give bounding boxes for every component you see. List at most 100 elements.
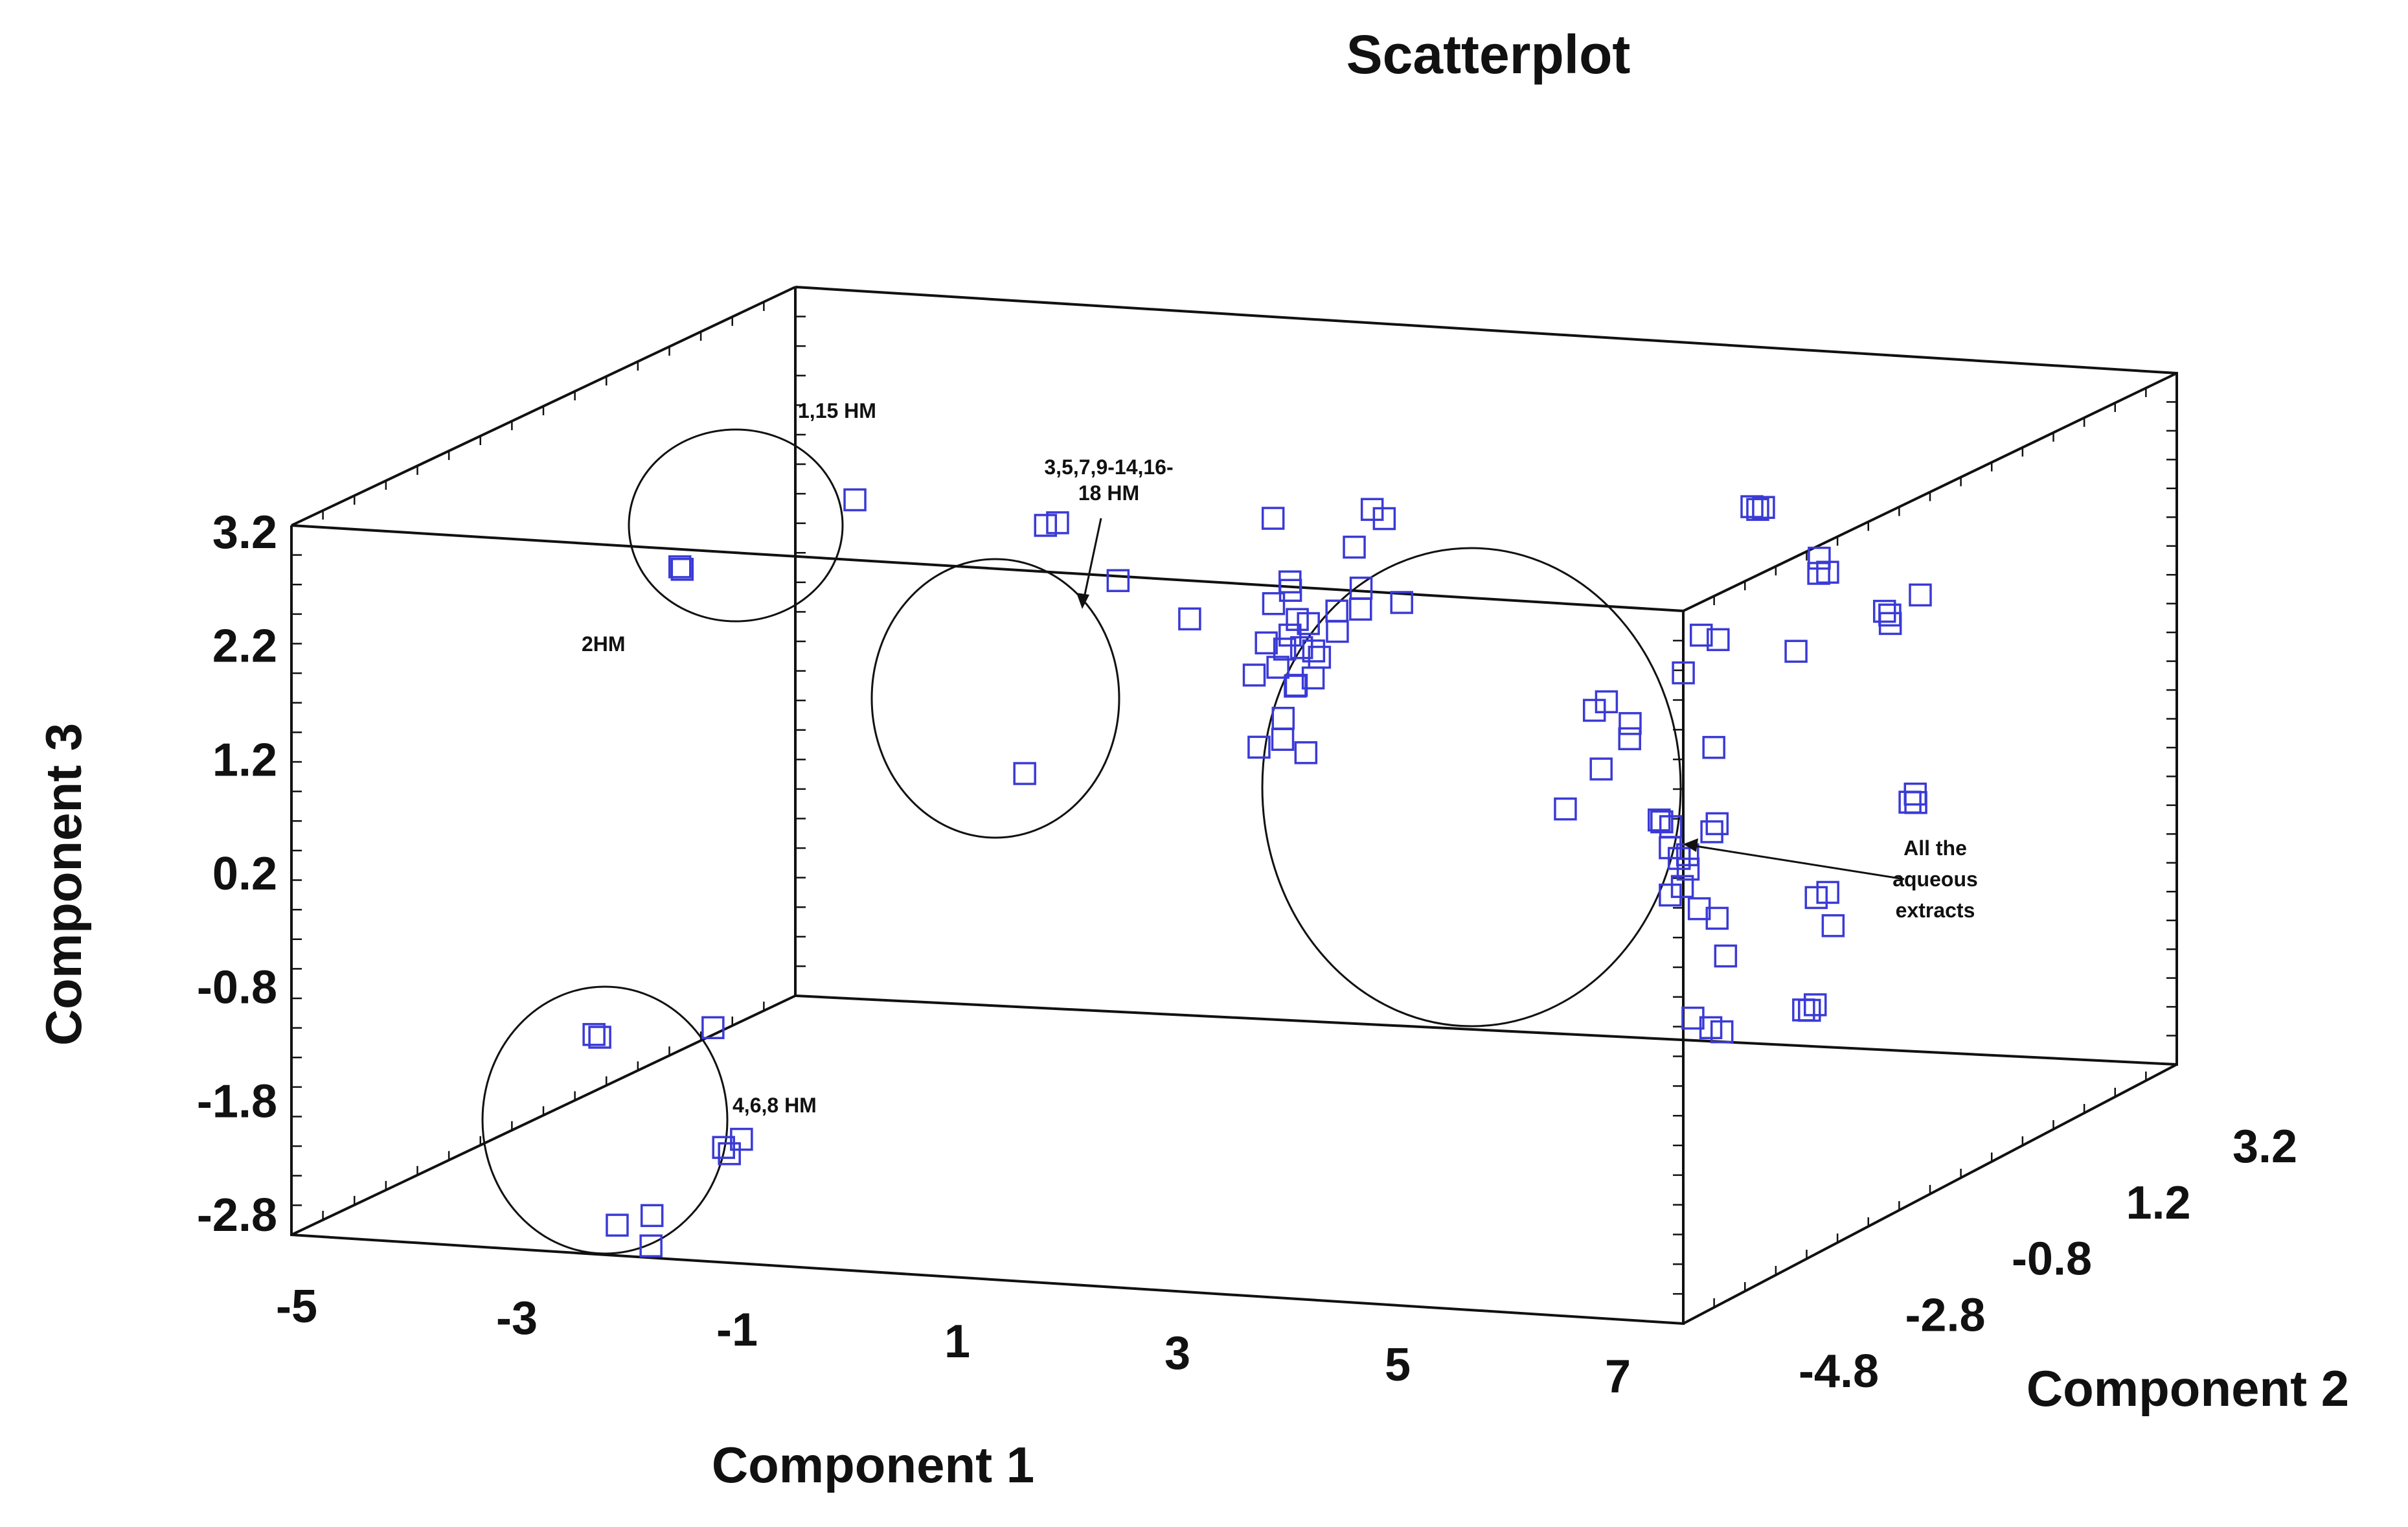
data-point xyxy=(606,1213,629,1237)
cluster-ellipse-4-6-8-hm xyxy=(481,985,729,1255)
data-point xyxy=(1278,579,1302,603)
plot-box xyxy=(290,286,2178,1326)
data-point xyxy=(1247,735,1271,759)
data-point xyxy=(1286,608,1309,631)
y-tick-label: -4.8 xyxy=(1799,1346,1879,1397)
y-tick-label: 3.2 xyxy=(2232,1121,2297,1173)
data-point xyxy=(1349,576,1373,600)
data-point xyxy=(582,1023,606,1046)
data-point xyxy=(712,1136,735,1159)
data-point xyxy=(1784,639,1808,663)
data-point xyxy=(1705,906,1729,930)
data-point xyxy=(1343,535,1366,559)
data-point xyxy=(1554,797,1577,821)
data-point xyxy=(1676,857,1700,881)
y-axis-tick-labels: -4.8 -2.8 -0.8 1.2 3.2 xyxy=(1799,1121,2297,1397)
data-point xyxy=(1700,820,1723,844)
data-point xyxy=(1821,914,1845,937)
y-tick-label: -2.8 xyxy=(1905,1289,1985,1341)
annotation-line: extracts xyxy=(1896,899,1975,922)
z-tick-label: 3.2 xyxy=(212,507,277,558)
data-point xyxy=(843,488,867,512)
data-point xyxy=(1746,498,1769,522)
data-point xyxy=(1909,583,1932,607)
data-point xyxy=(1619,712,1642,735)
data-point xyxy=(1589,757,1613,781)
data-point xyxy=(1372,507,1396,531)
z-tick-label: -2.8 xyxy=(197,1189,277,1241)
annotation-line: 18 HM xyxy=(1078,481,1139,505)
data-point xyxy=(1670,875,1694,899)
data-point xyxy=(1046,511,1069,534)
data-point xyxy=(1804,993,1827,1016)
annotation-3-5-7-hm: 3,5,7,9-14,16-18 HM xyxy=(1044,455,1173,505)
data-points xyxy=(582,488,1932,1257)
data-point xyxy=(1390,591,1413,614)
data-point xyxy=(639,1234,663,1257)
annotation-2hm: 2HM xyxy=(582,632,626,656)
data-point xyxy=(1013,762,1036,785)
data-point xyxy=(1659,883,1682,907)
annotation-aqueous-extracts: All the aqueous extracts xyxy=(1892,836,1978,922)
data-point xyxy=(1898,790,1922,814)
data-point xyxy=(1878,612,1902,636)
annotations: 2HM 1,15 HM 3,5,7,9-14,16-18 HM 4,6,8 HM… xyxy=(582,399,1978,1117)
data-point xyxy=(701,1016,725,1040)
data-point xyxy=(1648,808,1671,832)
data-point xyxy=(1271,706,1295,730)
data-point xyxy=(1690,623,1713,647)
data-point xyxy=(1284,674,1307,698)
data-point xyxy=(1650,810,1674,834)
annotation-4-6-8-hm: 4,6,8 HM xyxy=(733,1094,817,1117)
cluster-ellipse-middle xyxy=(870,558,1120,839)
data-point xyxy=(1816,560,1839,584)
data-point xyxy=(1106,569,1130,592)
data-point xyxy=(1804,886,1828,910)
cluster-outlines xyxy=(481,428,1682,1255)
data-point xyxy=(1752,496,1775,519)
z-tick-label: -1.8 xyxy=(197,1075,277,1127)
chart-title: Scatterplot xyxy=(1346,24,1631,85)
y-tick-label: 1.2 xyxy=(2126,1177,2190,1229)
z-tick-label: 1.2 xyxy=(212,734,277,786)
box-front-face xyxy=(290,524,1685,1326)
y-tick-label: -0.8 xyxy=(2012,1234,2092,1285)
data-point xyxy=(1266,656,1289,679)
z-tick-label: 2.2 xyxy=(212,621,277,672)
z-tick-label: 0.2 xyxy=(212,848,277,900)
x-tick-label: 7 xyxy=(1605,1351,1631,1403)
data-point xyxy=(1273,637,1297,661)
data-point xyxy=(1740,495,1764,518)
data-point xyxy=(1702,735,1725,759)
data-point xyxy=(1325,599,1348,623)
annotation-line: 3,5,7,9-14,16- xyxy=(1044,455,1173,479)
data-point xyxy=(1278,570,1302,593)
x-tick-label: -3 xyxy=(496,1292,538,1344)
y-axis-label: Component 2 xyxy=(2027,1360,2349,1417)
axis-minor-ticks xyxy=(291,302,2177,1307)
data-point xyxy=(1903,782,1927,806)
z-axis-label: Component 3 xyxy=(35,723,92,1046)
annotation-arrow-middle xyxy=(1082,518,1102,601)
data-point xyxy=(1705,812,1729,836)
data-point xyxy=(668,555,692,579)
annotation-line: aqueous xyxy=(1892,867,1978,891)
cluster-ellipse-aqueous xyxy=(1261,547,1682,1028)
data-point xyxy=(1262,591,1286,615)
data-point xyxy=(730,1127,753,1151)
annotation-arrowhead-aqueous xyxy=(1683,838,1698,852)
data-point xyxy=(1301,666,1325,690)
data-point xyxy=(1349,597,1372,621)
data-point xyxy=(1792,998,1815,1022)
data-point xyxy=(1278,623,1302,647)
data-point xyxy=(1714,944,1738,968)
data-point xyxy=(640,1204,664,1228)
annotation-1-15-hm: 1,15 HM xyxy=(798,399,876,422)
data-point xyxy=(1271,728,1295,752)
x-tick-label: -5 xyxy=(276,1281,317,1333)
data-point xyxy=(1808,546,1831,570)
annotation-line: All the xyxy=(1903,836,1967,860)
x-tick-label: -1 xyxy=(716,1304,758,1356)
